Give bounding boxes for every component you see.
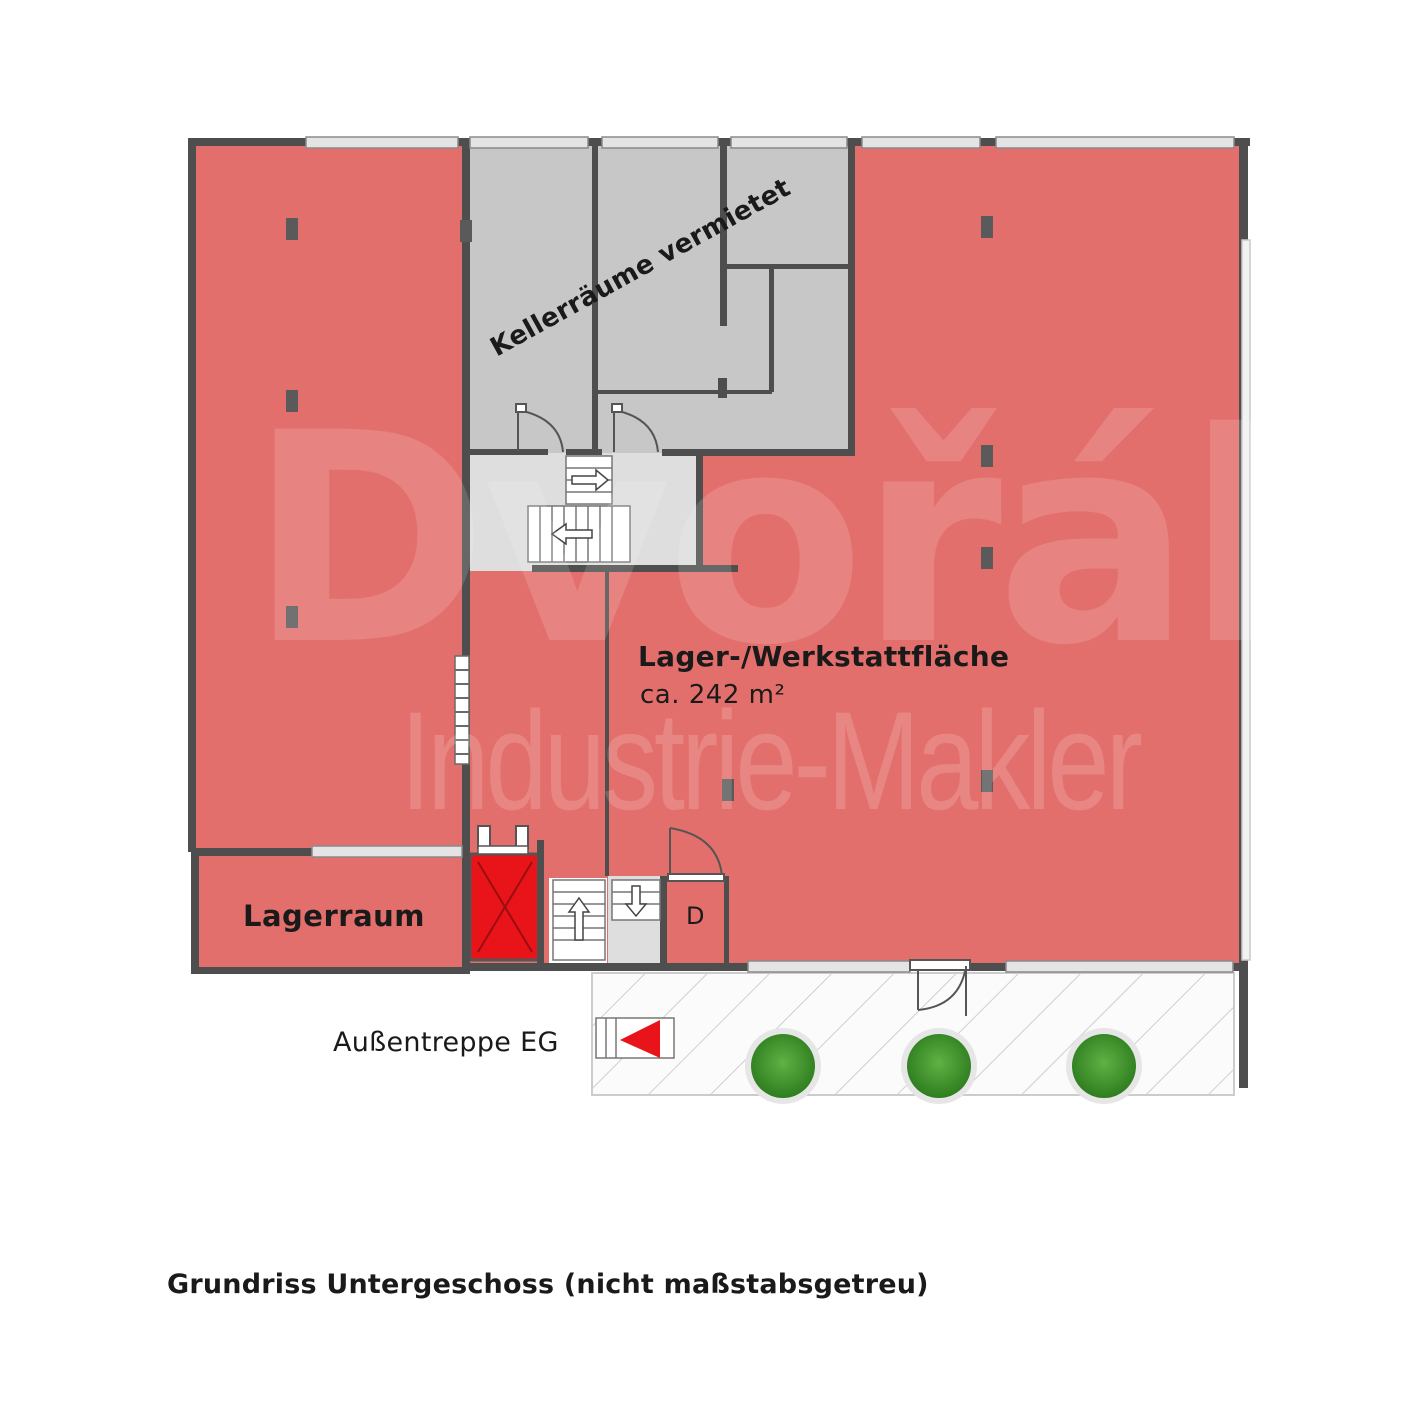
storage-room [193, 855, 463, 971]
plants [745, 1028, 1142, 1104]
workshop-label: Lager-/Werkstattfläche [638, 640, 1010, 673]
stairs [527, 455, 675, 1059]
exterior-stair-label: Außentreppe EG [333, 1027, 559, 1058]
cellar-rented-area [466, 143, 852, 453]
storage-hall-left [193, 143, 463, 851]
watermark-main: Dvořák [248, 372, 1379, 709]
d-room-label: D [686, 902, 705, 930]
stair-arrows [550, 468, 648, 941]
columns [286, 216, 993, 801]
doors [515, 403, 971, 1016]
plan-caption: Grundriss Untergeschoss (nicht maßstabsg… [167, 1269, 929, 1300]
exterior-stair-arrow [620, 1020, 660, 1058]
workshop-area [466, 143, 1242, 966]
windows [305, 136, 1251, 973]
workshop-area-label: ca. 242 m² [640, 680, 786, 710]
storage-room-label: Lagerraum [243, 899, 426, 933]
watermark-sub: Industrie-Makler [400, 682, 1143, 839]
